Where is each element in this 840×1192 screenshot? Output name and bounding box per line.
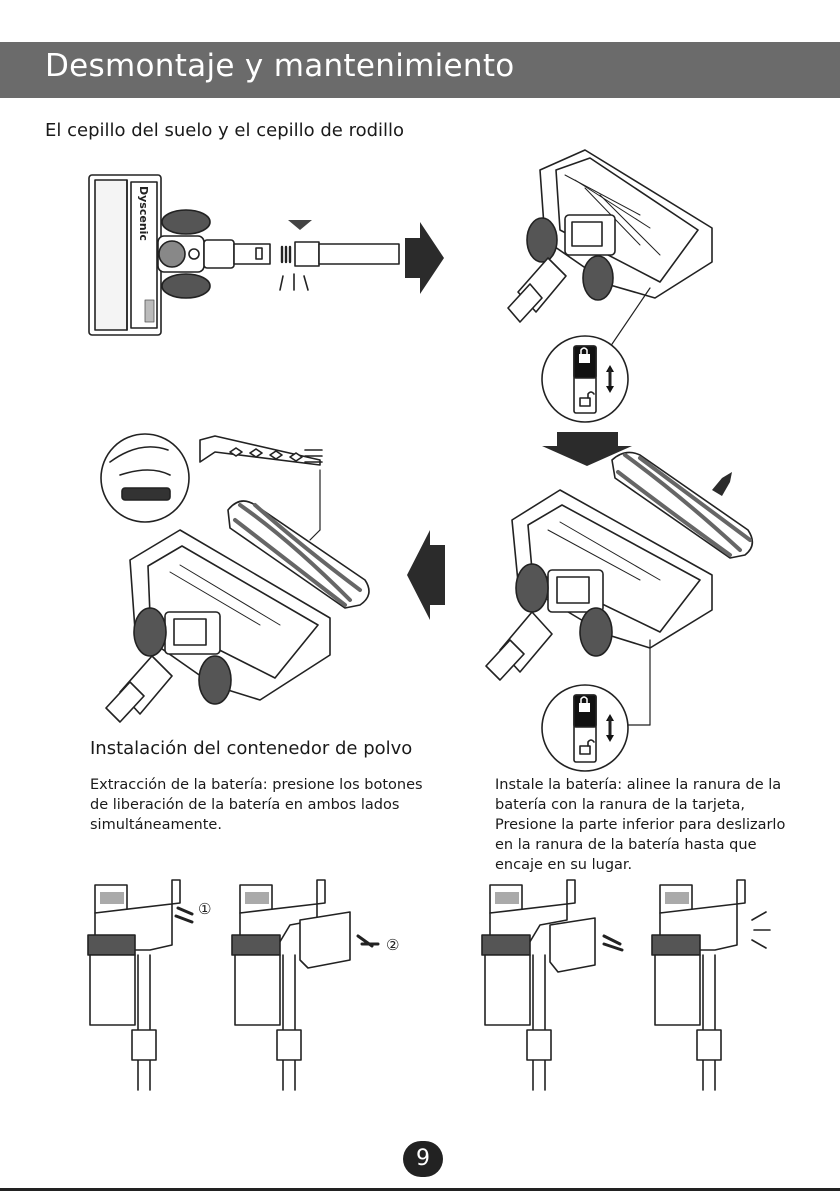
battery-install-line-5: encaje en su lugar. <box>495 857 633 873</box>
vacuum-battery-step-1 <box>87 879 194 1091</box>
up-down-arrow-icon <box>606 735 614 742</box>
battery-install-line-2: batería con la ranura de la tarjeta, <box>495 797 745 813</box>
vacuum-battery-install-1 <box>481 879 624 1091</box>
roller-brush-right <box>611 451 754 559</box>
unlock-icon <box>579 397 591 407</box>
press-down-arrow-icon <box>288 220 312 230</box>
brand-logo: Dyscenic <box>137 186 150 241</box>
unlock-icon <box>579 745 591 755</box>
battery-install-text: Instale la batería: alinee la ranura de … <box>495 775 785 875</box>
vacuum-battery-install-2 <box>651 879 771 1091</box>
floor-brush-section-title: El cepillo del suelo y el cepillo de rod… <box>45 120 405 141</box>
page-number: 9 <box>403 1141 443 1177</box>
battery-install-line-1: Instale la batería: alinee la ranura de … <box>495 777 782 793</box>
floor-brush-angled-roller-out <box>105 529 331 723</box>
arrow-left-icon <box>407 530 445 620</box>
roller-brush-left <box>227 500 370 609</box>
battery-install-line-3: Presione la parte inferior para deslizar… <box>495 817 786 833</box>
bottom-rule <box>0 1188 840 1191</box>
roller-out-arrow-icon <box>712 472 732 496</box>
lock-icon <box>579 354 590 363</box>
vacuum-battery-step-2 <box>231 879 380 1091</box>
dust-container-section-title: Instalación del contenedor de polvo <box>90 738 413 759</box>
lock-indicator-top <box>541 335 629 423</box>
step-marker-1: ① <box>198 900 211 918</box>
step-marker-2: ② <box>386 936 399 954</box>
battery-removal-line-1: Extracción de la batería: presione los b… <box>90 777 423 793</box>
lock-indicator-bottom <box>541 684 629 772</box>
battery-removal-line-2: de liberación de la batería en ambos lad… <box>90 797 400 813</box>
floor-brush-top-view: Dyscenic <box>88 174 400 336</box>
hair-cutting-tool-detail <box>100 433 323 541</box>
floor-brush-angled-remove <box>485 489 713 681</box>
arrow-right-icon <box>405 222 444 294</box>
battery-install-line-4: en la ranura de la batería hasta que <box>495 837 757 853</box>
page-title: Desmontaje y mantenimiento <box>45 48 515 84</box>
lock-icon <box>579 703 590 712</box>
up-down-arrow-icon <box>606 386 614 393</box>
floor-brush-angled-top <box>507 149 713 323</box>
page-header: Desmontaje y mantenimiento <box>0 42 840 98</box>
battery-removal-line-3: simultáneamente. <box>90 817 222 833</box>
arrow-down-icon <box>542 432 632 466</box>
battery-removal-text: Extracción de la batería: presione los b… <box>90 775 423 835</box>
